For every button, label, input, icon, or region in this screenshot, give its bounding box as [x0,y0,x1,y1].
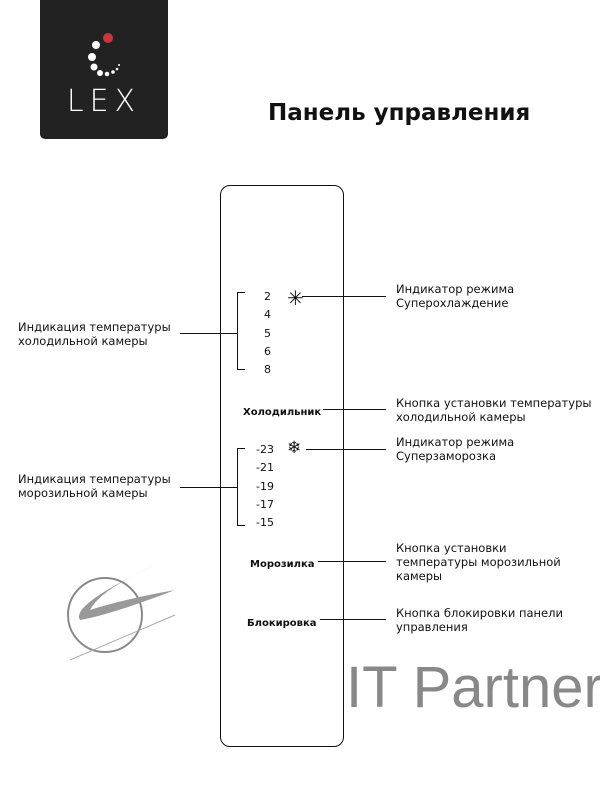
freezer-temp--21: -21 [256,461,274,475]
leader-line [323,409,386,410]
lex-logo: LEX [40,0,168,139]
leader-line [306,449,386,450]
label-line: Кнопка блокировки панели [396,606,563,620]
fridge-button-label: Холодильник [243,407,322,418]
label-line: Индикатор режима [396,435,515,449]
leader-line [180,487,237,488]
label-line: холодильной камеры [18,334,148,348]
label-line: Суперзаморозка [396,449,497,463]
fridge-temp-6: 6 [264,344,271,358]
fridge-temp-4: 4 [264,308,271,322]
label-line: холодильной камеры [396,410,526,424]
label-line: Кнопка установки температуры [396,396,592,410]
label-line: Индикация температуры [18,320,171,334]
freezer-bracket [237,448,245,526]
freezer-button[interactable]: Морозилка [250,554,315,572]
label-line: камеры [396,569,443,583]
leader-line [180,333,237,334]
logo-dots-icon [88,33,120,77]
fridge-button[interactable]: Холодильник [243,402,321,420]
freezer-scale: -23 -21 -19 -17 -15 [256,443,274,534]
supercool-asterisk-icon: ✳ [287,288,304,310]
label-line: температуры морозильной [396,555,561,569]
fridge-scale: 2 4 5 6 8 [264,290,271,381]
watermark-text: IT Partner [346,655,600,720]
superfreeze-snowflake-icon: ❄ [287,438,302,457]
page-title: Панель управления [268,100,531,126]
leader-line [318,561,386,562]
leader-line [302,296,386,297]
logo-text: LEX [66,84,142,119]
fridge-bracket [237,292,245,370]
label-line: управления [396,620,468,634]
watermark-logo-icon [67,565,176,661]
freezer-button-label: Морозилка [250,559,315,570]
lock-button[interactable]: Блокировка [247,613,317,631]
fridge-temp-5: 5 [264,326,271,340]
control-panel [220,185,344,747]
label-line: морозильной камеры [18,486,148,500]
label-line: Суперохлаждение [396,296,509,310]
freezer-temp--15: -15 [256,516,274,530]
label-line: Кнопка установки [396,541,507,555]
freezer-temp--23: -23 [256,443,274,456]
lock-button-label: Блокировка [247,618,317,629]
freezer-temp--17: -17 [256,497,274,511]
freezer-temp--19: -19 [256,479,274,493]
label-line: Индикация температуры [18,472,171,486]
fridge-temp-8: 8 [264,363,271,377]
fridge-temp-2: 2 [264,290,271,303]
leader-line [320,619,386,620]
label-line: Индикатор режима [396,282,515,296]
